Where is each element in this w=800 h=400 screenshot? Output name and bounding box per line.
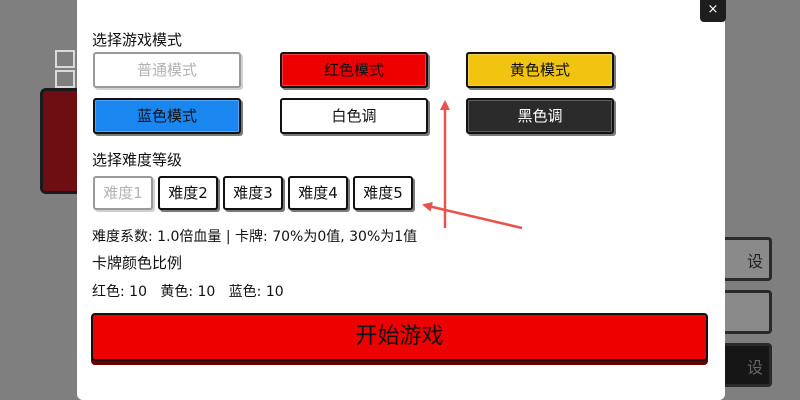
background-square <box>55 50 75 68</box>
mode-blue-button[interactable]: 蓝色模式 <box>93 98 241 134</box>
difficulty-section-title: 选择难度等级 <box>92 151 183 169</box>
background-square <box>55 70 75 88</box>
mode-red-button[interactable]: 红色模式 <box>280 52 428 88</box>
difficulty-4-button[interactable]: 难度4 <box>288 176 348 210</box>
card-color-ratio-title: 卡牌颜色比例 <box>92 254 183 272</box>
mode-yellow-button[interactable]: 黄色模式 <box>466 52 614 88</box>
close-button[interactable]: × <box>700 0 726 22</box>
mode-white-button[interactable]: 白色调 <box>280 98 428 134</box>
difficulty-3-button[interactable]: 难度3 <box>223 176 283 210</box>
difficulty-1-button[interactable]: 难度1 <box>93 176 153 210</box>
mode-section-title: 选择游戏模式 <box>92 31 183 49</box>
mode-black-button[interactable]: 黑色调 <box>466 98 614 134</box>
difficulty-5-button[interactable]: 难度5 <box>353 176 413 210</box>
card-color-ratio-values: 红色: 10 黄色: 10 蓝色: 10 <box>92 284 284 300</box>
difficulty-info-text: 难度系数: 1.0倍血量 | 卡牌: 70%为0值, 30%为1值 <box>92 229 418 245</box>
difficulty-2-button[interactable]: 难度2 <box>158 176 218 210</box>
mode-normal-button[interactable]: 普通模式 <box>93 52 241 88</box>
start-game-button[interactable]: 开始游戏 <box>91 313 708 361</box>
